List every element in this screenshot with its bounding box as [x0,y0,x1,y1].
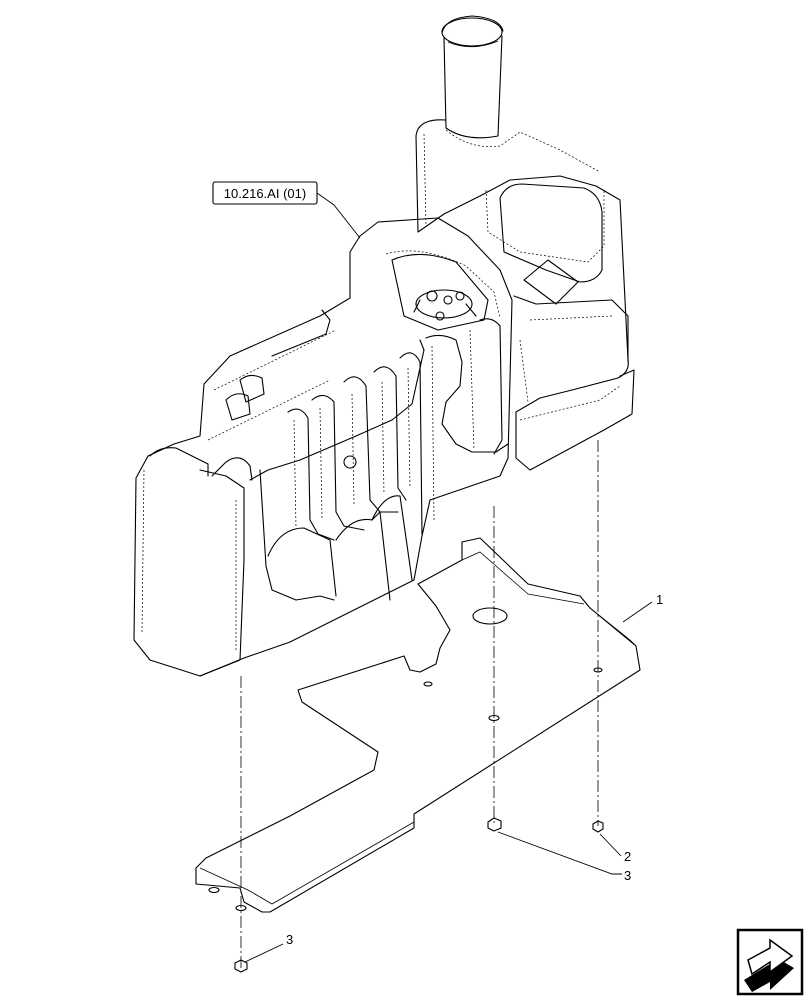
tank-recess [523,259,579,305]
tank-top-surface [199,217,513,677]
slot-hole [488,714,500,722]
nut-left [234,959,248,973]
tank-guard-plate [195,537,641,913]
callout-item-3-right: 3 [497,831,631,883]
callout-label-3-right: 3 [624,868,631,883]
callout-label-2: 2 [624,849,631,864]
nut-right-center [487,817,502,832]
nut-right-rear [592,820,604,833]
callout-item-1: 1 [622,592,663,623]
callout-item-2: 2 [599,833,631,864]
filler-neck [443,35,503,139]
callout-label-3-left: 3 [286,932,293,947]
reference-callout: 10.216.AI (01) [212,181,361,239]
next-page-arrow-icon[interactable] [736,928,804,996]
reference-label: 10.216.AI (01) [224,186,306,201]
tank-upper-body [415,119,629,413]
callout-item-3-left: 3 [244,932,293,963]
assembly-center-lines [240,440,599,968]
fuel-tank [133,15,635,677]
tank-front-end [133,455,245,677]
filler-cap [441,17,503,47]
fuel-pump-module [413,289,477,321]
callout-label-1: 1 [656,592,663,607]
